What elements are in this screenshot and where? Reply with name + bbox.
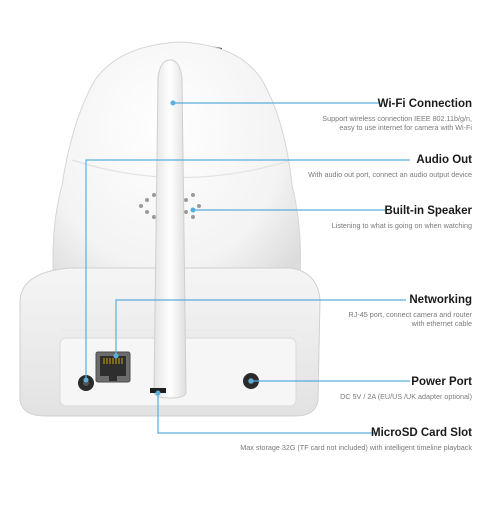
feature-desc-line: RJ-45 port, connect camera and router	[348, 310, 472, 319]
feature-microsd: MicroSD Card Slot Max storage 32G (TF ca…	[240, 426, 472, 452]
feature-title: Power Port	[411, 376, 472, 388]
callout-dot-audio-out	[83, 377, 89, 383]
feature-desc-line: Listening to what is going on when watch…	[331, 221, 472, 230]
feature-desc: Max storage 32G (TF card not included) w…	[240, 443, 472, 452]
feature-desc: Support wireless connection IEEE 802.11b…	[322, 114, 472, 132]
callout-line-microsd	[157, 393, 376, 434]
feature-desc: DC 5V / 2A (EU/US /UK adapter optional)	[340, 392, 472, 401]
callout-dot-wifi	[170, 100, 176, 106]
feature-desc-line: easy to use internet for camera with Wi-…	[339, 123, 472, 132]
feature-wifi: Wi-Fi Connection Support wireless connec…	[322, 97, 472, 132]
feature-title: Built-in Speaker	[384, 205, 472, 217]
callout-line-networking	[115, 299, 406, 356]
callout-dot-speaker	[190, 207, 196, 213]
feature-desc: RJ-45 port, connect camera and router wi…	[349, 310, 472, 328]
feature-desc: With audio out port, connect an audio ou…	[308, 170, 472, 179]
feature-power-port: Power Port DC 5V / 2A (EU/US /UK adapter…	[340, 375, 472, 401]
callout-dot-power	[248, 378, 254, 384]
feature-networking: Networking RJ-45 port, connect camera an…	[349, 293, 472, 328]
feature-desc-line: Max storage 32G (TF card not included) w…	[240, 443, 472, 452]
feature-title: Wi-Fi Connection	[377, 98, 472, 110]
feature-desc-line: with ethernet cable	[411, 319, 472, 328]
feature-desc-line: DC 5V / 2A (EU/US /UK adapter optional)	[340, 392, 472, 401]
callout-dot-microsd	[155, 390, 161, 396]
feature-title: Networking	[409, 294, 472, 306]
callout-line-audio-out	[85, 159, 410, 380]
feature-desc-line: With audio out port, connect an audio ou…	[308, 170, 472, 179]
feature-title: Audio Out	[416, 154, 472, 166]
feature-desc: Listening to what is going on when watch…	[332, 221, 472, 230]
feature-desc-line: Support wireless connection IEEE 802.11b…	[322, 114, 472, 123]
feature-title: MicroSD Card Slot	[371, 427, 472, 439]
feature-speaker: Built-in Speaker Listening to what is go…	[332, 204, 472, 230]
callout-dot-networking	[113, 353, 119, 359]
feature-audio-out: Audio Out With audio out port, connect a…	[308, 153, 472, 179]
